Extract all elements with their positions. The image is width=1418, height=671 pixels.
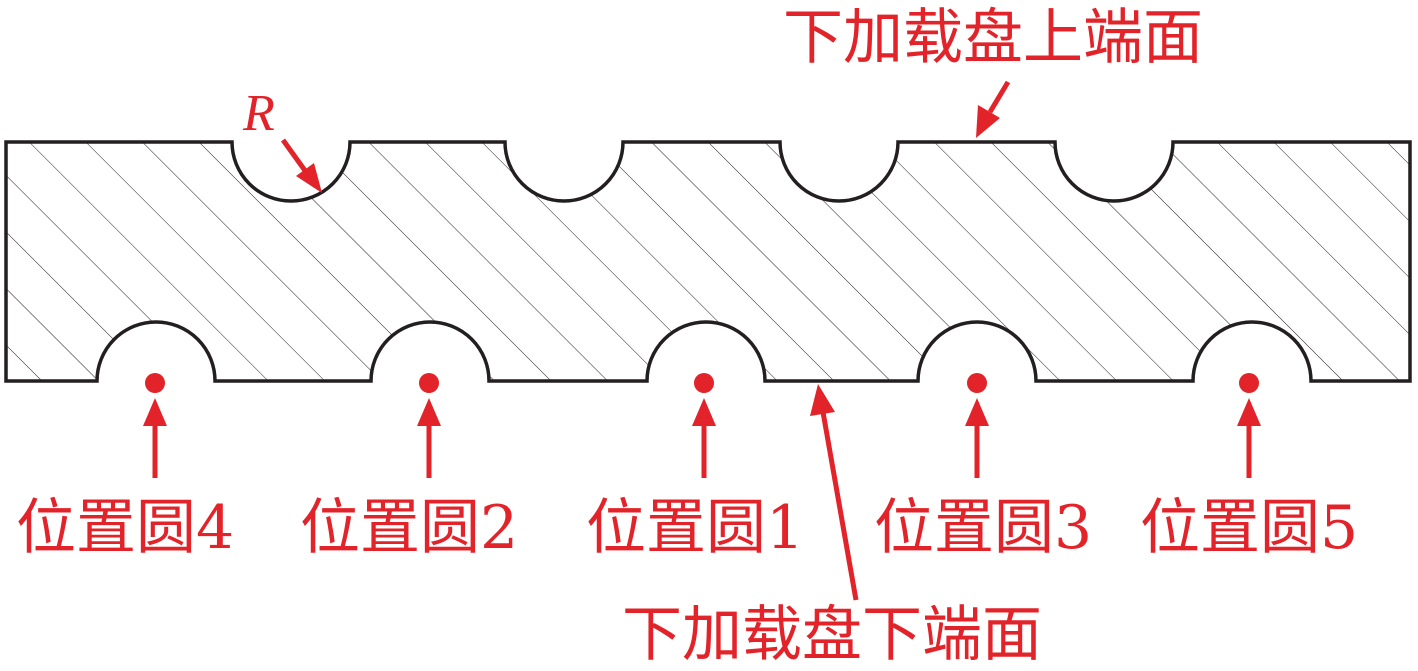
position-marker-2 [417,373,441,478]
radius-arrow [280,138,322,193]
position-label-4: 位置圆4 [16,493,234,563]
position-marker-5 [1237,373,1261,478]
position-marker-4 [143,373,167,478]
position-label-1: 位置圆1 [586,493,804,563]
position-marker-3 [965,373,989,478]
position-marker-1 [692,373,716,478]
upper-face-label: 下加载盘上端面 [783,3,1203,73]
lower-face-label: 下加载盘下端面 [622,600,1042,670]
lower-face-arrow [810,384,859,601]
radius-label: R [242,85,275,142]
position-label-3: 位置圆3 [874,493,1092,563]
upper-face-arrow [976,80,1011,138]
disk-cross-section [4,140,1412,383]
position-label-2: 位置圆2 [300,493,518,563]
position-label-5: 位置圆5 [1140,493,1358,563]
